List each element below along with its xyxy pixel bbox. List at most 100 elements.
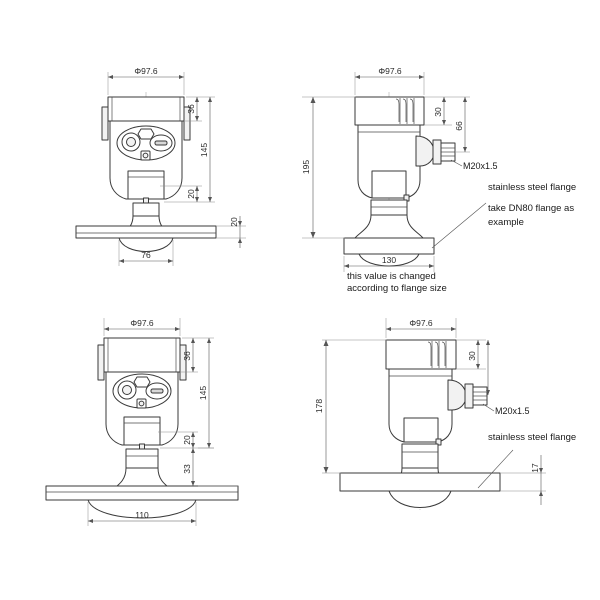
antenna-neck	[401, 443, 439, 469]
arrow-195-bot	[310, 232, 316, 238]
fin-cap-1	[395, 98, 400, 122]
flange-note-leader	[431, 202, 487, 249]
arrow-dia-right	[175, 327, 180, 331]
arrow-dia-left	[108, 75, 113, 79]
arrow-20-bot	[191, 443, 195, 448]
arrow-130-left	[344, 264, 349, 268]
hex-nut-top	[137, 128, 155, 140]
display-window-left-inner	[122, 385, 132, 395]
arrow-178-top	[323, 340, 329, 346]
dim-flange-thickness: 17	[530, 463, 540, 473]
arrow-36-bot	[191, 367, 195, 372]
dim-flange-thickness: 20	[229, 217, 239, 227]
arrow-dia-right	[419, 75, 424, 79]
housing-shoulder	[371, 170, 407, 199]
cable-gland-body	[415, 135, 435, 167]
housing-shoulder	[403, 417, 439, 443]
view-bottom-left: Φ97.6 36 145 20	[45, 318, 239, 526]
arrow-178-bot	[323, 467, 329, 473]
arrow-dia-left	[104, 327, 109, 331]
flange-plate	[45, 485, 239, 501]
arrow-30ext-top	[486, 340, 490, 345]
label-flange-note-2: take DN80 flange as	[488, 203, 574, 214]
label-flange-size-note-2: according to flange size	[347, 283, 447, 294]
thread-leader-line	[450, 159, 463, 167]
housing-shoulder	[127, 170, 165, 200]
dim-diameter-top: Φ97.6	[130, 318, 154, 328]
horn-aperture	[118, 237, 174, 252]
label-flange-size-note-1: this value is changed	[347, 271, 436, 282]
dim-cap-height: 30	[433, 107, 443, 117]
top-cap	[107, 96, 185, 122]
arrow-dia-right	[179, 75, 184, 79]
right-lug	[179, 344, 187, 381]
arrow-145-bot	[207, 443, 211, 448]
dim-diameter-top: Φ97.6	[378, 66, 402, 76]
arrow-36-top	[195, 97, 199, 102]
arrow-76-left	[119, 259, 124, 263]
arrow-ft-top	[238, 221, 242, 226]
dim-cap-height: 36	[186, 104, 196, 114]
horn-aperture	[388, 490, 452, 508]
arrow-30-top	[442, 97, 446, 102]
fin-cap-3	[441, 341, 446, 366]
arrow-ft-bot	[238, 238, 242, 243]
horn-cone	[354, 214, 424, 239]
antenna-neck	[132, 202, 160, 217]
arrow-110-left	[88, 519, 93, 523]
arrow-110-right	[191, 519, 196, 523]
fin-cap-3	[409, 98, 414, 122]
dim-neck-height: 20	[182, 435, 192, 445]
dim-overall-height: 178	[314, 399, 324, 413]
arrow-dia-left	[386, 327, 391, 331]
hex-nut-top	[133, 376, 151, 388]
small-button-inner	[142, 152, 149, 159]
arrow-36-top	[191, 338, 195, 343]
arrow-dia-left	[355, 75, 360, 79]
arrow-20-bot	[195, 197, 199, 202]
antenna-neck	[370, 199, 408, 216]
view-bottom-right: Φ97.6 178 30 M20x1.5 stainless	[314, 318, 576, 510]
top-cap	[103, 337, 181, 373]
housing-shoulder	[123, 416, 161, 446]
arrow-33-top	[191, 448, 195, 453]
thread-leader-line	[482, 403, 495, 412]
dim-cap-height: 36	[182, 351, 192, 361]
dim-body-height: 145	[199, 143, 209, 157]
display-window-left-inner	[126, 137, 136, 147]
display-bar	[154, 140, 168, 146]
dim-overall-height: 195	[301, 160, 311, 174]
arrow-30-bot	[476, 364, 480, 369]
flange-plate	[339, 472, 501, 492]
dim-neck-height: 20	[186, 189, 196, 199]
dim-horn-diameter: 110	[135, 510, 149, 520]
arrow-20-top	[191, 432, 195, 437]
label-flange-note-1: stainless steel flange	[488, 182, 576, 193]
dim-flange-diameter: 130	[382, 255, 396, 265]
flange-note-leader	[477, 449, 514, 489]
arrow-145-bot	[208, 197, 212, 202]
arrow-195-top	[310, 97, 316, 103]
dim-horn-height: 33	[182, 464, 192, 474]
label-thread: M20x1.5	[463, 161, 498, 171]
arrow-66-top	[463, 97, 467, 102]
dim-cable-entry-height: 66	[454, 121, 464, 131]
flange-plate	[343, 237, 435, 255]
dim-diameter-top: Φ97.6	[134, 66, 158, 76]
view-top-right: Φ97.6 195 30 66 M20x1.5	[301, 66, 576, 294]
dim-horn-diameter: 76	[141, 250, 151, 260]
arrow-145-top	[207, 338, 211, 343]
arrow-66-bot	[463, 147, 467, 152]
left-lug	[101, 106, 109, 141]
arrow-33-bot	[191, 481, 195, 486]
arrow-30-bot	[442, 120, 446, 125]
gland-collar	[432, 139, 442, 165]
fin-cap-2	[402, 98, 407, 122]
label-flange-note-3: example	[488, 217, 524, 228]
arrow-30ext-bot	[486, 390, 490, 395]
antenna-neck	[125, 448, 159, 469]
flange-plate	[75, 225, 217, 239]
small-button-inner	[138, 400, 145, 407]
arrow-dia-right	[451, 327, 456, 331]
